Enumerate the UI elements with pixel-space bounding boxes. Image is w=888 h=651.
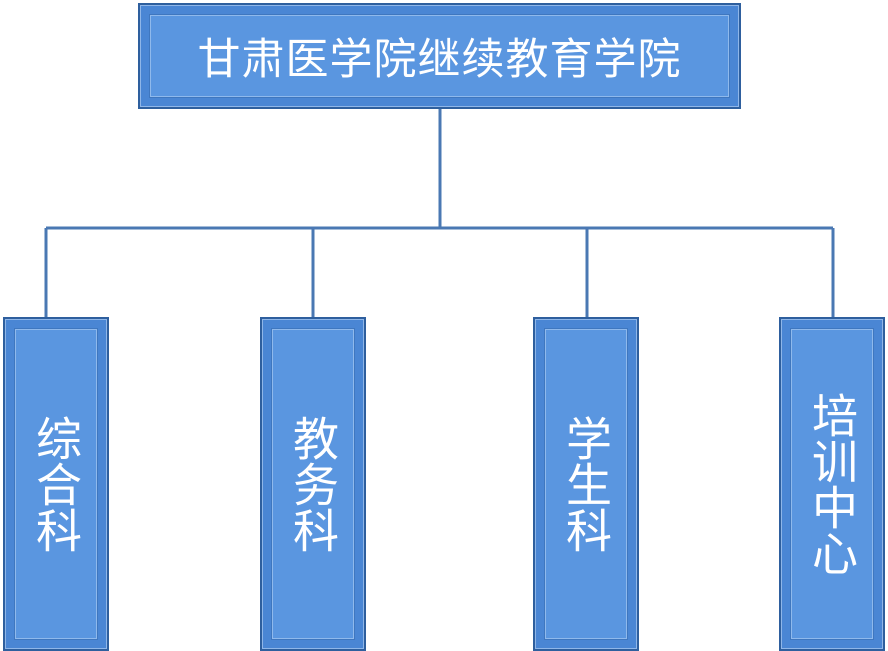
root-node: 甘肃医学院继续教育学院 (138, 3, 741, 109)
department-node-1: 综合科 (3, 317, 109, 651)
department-node-2-inner: 教务科 (272, 329, 354, 639)
department-label-3: 学生科 (559, 415, 613, 553)
department-node-2: 教务科 (260, 317, 366, 651)
root-node-label: 甘肃医学院继续教育学院 (197, 35, 682, 85)
department-node-1-inner: 综合科 (15, 329, 97, 639)
department-node-3: 学生科 (533, 317, 639, 651)
department-label-2: 教务科 (286, 415, 340, 553)
department-node-4: 培训中心 (779, 317, 885, 651)
root-node-inner: 甘肃医学院继续教育学院 (150, 15, 729, 97)
department-label-4: 培训中心 (805, 392, 859, 576)
department-label-1: 综合科 (29, 415, 83, 553)
department-node-3-inner: 学生科 (545, 329, 627, 639)
department-node-4-inner: 培训中心 (791, 329, 873, 639)
